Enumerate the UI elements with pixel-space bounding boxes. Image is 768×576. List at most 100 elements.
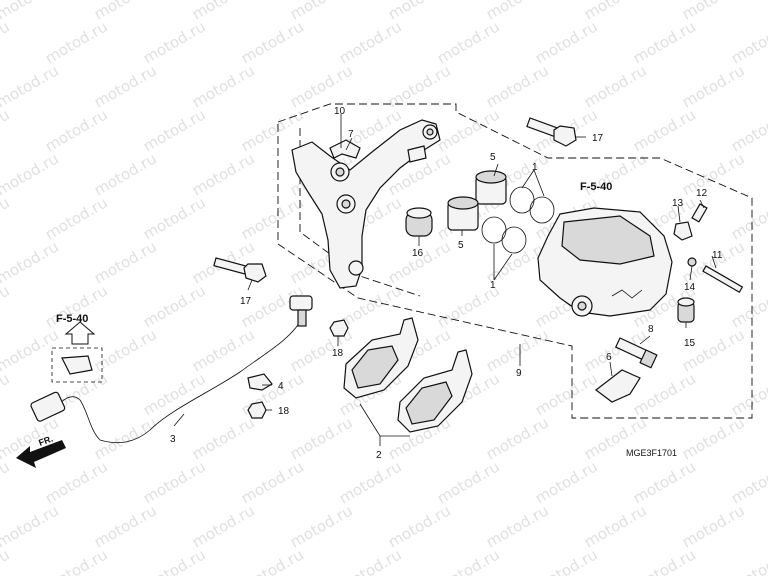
watermark-text: motod.ru: [679, 61, 748, 111]
watermark-text: motod.ru: [532, 17, 601, 67]
callout-label: 14: [684, 282, 696, 293]
watermark-text: motod.ru: [679, 501, 748, 551]
watermark-text: motod.ru: [238, 193, 307, 243]
callout-label: 17: [592, 133, 604, 144]
caliper-bracket: [291, 119, 441, 289]
bleeder-valve: [691, 203, 708, 223]
watermark-text: motod.ru: [91, 237, 160, 287]
watermark-text: motod.ru: [630, 369, 699, 419]
watermark-text: motod.ru: [42, 545, 111, 576]
watermark-text: motod.ru: [140, 457, 209, 507]
bolt-17-lower: [213, 257, 267, 283]
callout-label: 13: [672, 198, 684, 209]
bracket-clip: [329, 139, 361, 159]
watermark-text: motod.ru: [42, 457, 111, 507]
watermark-text: motod.ru: [728, 369, 768, 419]
watermark-text: motod.ru: [42, 193, 111, 243]
watermark-text: motod.ru: [630, 17, 699, 67]
callout-label: 2: [376, 450, 382, 461]
pad-spring: [595, 369, 641, 403]
callout-label: 4: [278, 381, 284, 392]
wheel-speed-sensor: [289, 295, 313, 327]
watermark-text: motod.ru: [336, 545, 405, 576]
callout-label: 11: [712, 250, 723, 261]
watermark-text: motod.ru: [483, 61, 552, 111]
watermark-text: motod.ru: [42, 17, 111, 67]
watermark-text: motod.ru: [238, 369, 307, 419]
callout-label: 9: [516, 368, 522, 379]
callout-label: 8: [648, 324, 654, 335]
reference-arrow-left: [51, 321, 103, 383]
watermark-text: motod.ru: [238, 545, 307, 576]
watermark-text: motod.ru: [140, 369, 209, 419]
watermark-text: motod.ru: [728, 457, 768, 507]
watermark-text: motod.ru: [630, 457, 699, 507]
callout-label: 1: [490, 280, 496, 291]
callout-label: 7: [348, 129, 354, 140]
watermark-text: motod.ru: [728, 193, 768, 243]
bolt-18-lower: [247, 401, 267, 419]
front-arrow: [16, 440, 66, 468]
reference-label-top: F-5-40: [580, 181, 612, 193]
sensor-cable: [55, 315, 305, 444]
bolt-18-upper: [329, 319, 349, 337]
watermark-text: motod.ru: [0, 149, 62, 199]
watermark-text: motod.ru: [0, 193, 13, 243]
slide-pin: [677, 297, 695, 323]
callout-label: 1: [532, 162, 538, 173]
leader-lines: [173, 114, 717, 446]
bolt-17-upper: [526, 117, 577, 147]
bleeder-cap: [673, 221, 693, 241]
watermark-text: motod.ru: [336, 457, 405, 507]
brake-pads: [343, 317, 473, 433]
watermark-text: motod.ru: [0, 61, 62, 111]
watermark-text: motod.ru: [189, 413, 258, 463]
watermark-text: motod.ru: [0, 457, 13, 507]
watermark-text: motod.ru: [0, 105, 13, 155]
watermark-text: motod.ru: [91, 61, 160, 111]
pad-pin: [614, 337, 658, 369]
watermark-text: motod.ru: [679, 149, 748, 199]
washer: [687, 257, 697, 267]
watermark-text: motod.ru: [0, 237, 62, 287]
watermark-text: motod.ru: [483, 501, 552, 551]
diagram-code: MGE3F1701: [626, 448, 677, 458]
watermark-text: motod.ru: [140, 193, 209, 243]
watermark-text: motod.ru: [189, 149, 258, 199]
watermark-text: motod.ru: [140, 545, 209, 576]
watermark-text: motod.ru: [42, 105, 111, 155]
watermark-text: motod.ru: [336, 17, 405, 67]
callout-label: 6: [606, 352, 612, 363]
callout-label: 10: [334, 106, 346, 117]
watermark-text: motod.ru: [532, 369, 601, 419]
watermark-text: motod.ru: [238, 17, 307, 67]
callout-label: 5: [458, 240, 464, 251]
pin-bolt: [702, 265, 744, 294]
watermark-text: motod.ru: [0, 281, 13, 331]
watermark-text: motod.ru: [189, 61, 258, 111]
piston-seals: [481, 186, 555, 254]
callout-label: 15: [684, 338, 696, 349]
watermark-text: motod.ru: [0, 501, 62, 551]
pin-boot: [405, 207, 433, 237]
callout-label: 5: [490, 152, 496, 163]
callout-label: 17: [240, 296, 252, 307]
watermark-text: motod.ru: [238, 457, 307, 507]
watermark-text: motod.ru: [0, 369, 13, 419]
watermark-text: motod.ru: [679, 325, 748, 375]
watermark-text: motod.ru: [581, 61, 650, 111]
assembly-frame-inner: [299, 128, 421, 297]
cable-clamp: [247, 373, 273, 391]
watermark-text: motod.ru: [287, 501, 356, 551]
reference-label-left: F-5-40: [56, 313, 88, 325]
watermark-text: motod.ru: [91, 325, 160, 375]
front-label: FR.: [37, 434, 54, 448]
watermark-text: motod.ru: [0, 0, 62, 23]
watermark-text: motod.ru: [0, 545, 13, 576]
watermark-text: motod.ru: [532, 457, 601, 507]
watermark-text: motod.ru: [140, 17, 209, 67]
callout-label: 18: [278, 406, 290, 417]
callout-label: 16: [412, 248, 424, 259]
assembly-frame-upper: [277, 103, 753, 419]
